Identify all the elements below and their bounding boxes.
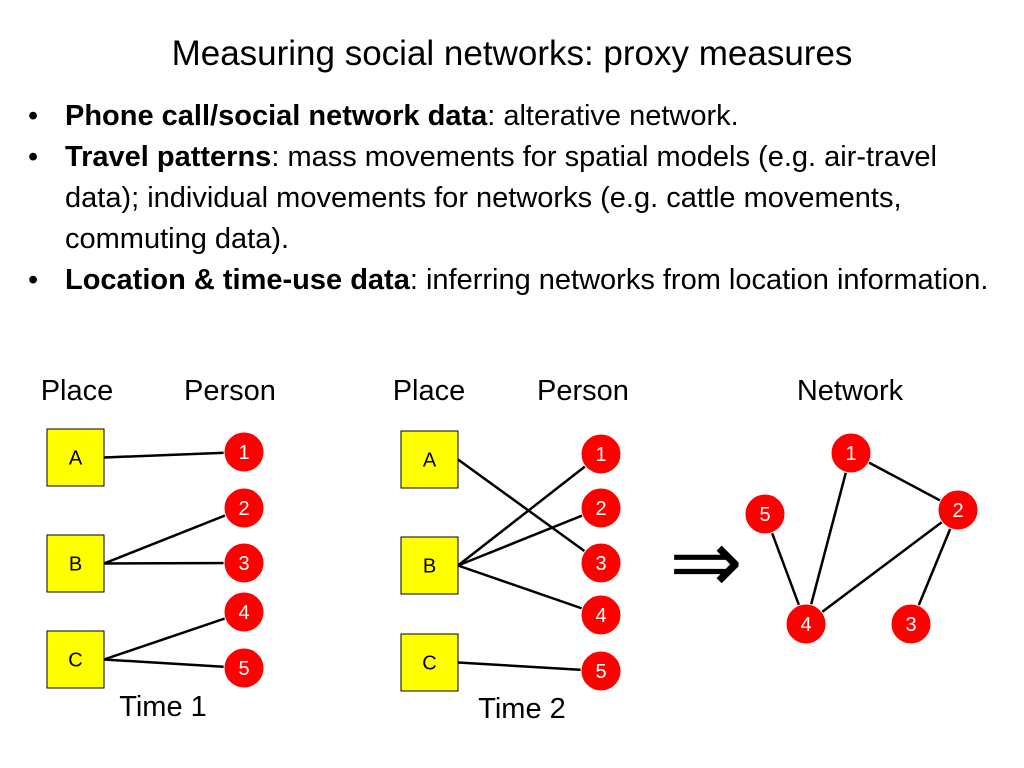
- network-node-4: [785, 603, 827, 645]
- time2-place-label-c: C: [422, 653, 436, 675]
- bullet-heading: Phone call/social network data: [65, 100, 488, 132]
- time1-link-B-3: [103, 561, 245, 565]
- bullet-heading: Travel patterns: [65, 141, 272, 173]
- time1-place-label-a: A: [69, 448, 83, 470]
- time1-bipartite-graph: A B C 1 2 3 4 5: [46, 428, 265, 689]
- network-node-label-2: 2: [952, 500, 963, 522]
- time2-person-label-1: 1: [595, 444, 606, 466]
- bullet-text: : alterative network.: [487, 100, 739, 132]
- time1-person-node-1: [223, 431, 265, 473]
- time1-caption: Time 1: [119, 691, 207, 723]
- time1-person-node-3: [223, 542, 265, 584]
- bullet-heading: Location & time-use data: [65, 264, 410, 296]
- time1-person-label-5: 5: [238, 658, 249, 680]
- bullet-item: • Phone call/social network data: altera…: [28, 96, 1013, 137]
- time1-place-box-c: [46, 630, 105, 689]
- network-header: Network: [797, 375, 904, 407]
- time1-place-header: Place: [41, 375, 114, 407]
- time2-person-node-1: [580, 433, 622, 475]
- time2-person-label-2: 2: [595, 498, 606, 520]
- time1-place-box-b: [46, 534, 105, 593]
- time1-person-label-2: 2: [238, 498, 249, 520]
- network-node-3: [890, 603, 932, 645]
- time2-person-node-2: [580, 487, 622, 529]
- time2-person-label-5: 5: [595, 661, 606, 683]
- time2-person-header: Person: [537, 375, 629, 407]
- time1-person-label-3: 3: [238, 553, 249, 575]
- bullet-list: • Phone call/social network data: altera…: [28, 96, 1013, 301]
- time2-person-label-3: 3: [595, 553, 606, 575]
- network-node-1: [830, 432, 872, 474]
- time2-place-header: Place: [393, 375, 466, 407]
- time1-place-box-a: [46, 428, 105, 487]
- time2-caption: Time 2: [478, 693, 566, 725]
- time1-person-header: Person: [184, 375, 276, 407]
- time2-place-box-b: [400, 536, 459, 595]
- time2-person-label-4: 4: [595, 605, 606, 627]
- network-node-label-5: 5: [759, 504, 770, 526]
- time2-link-B-2: [457, 506, 602, 567]
- network-node-label-3: 3: [905, 614, 916, 636]
- time2-bipartite-graph: A B C 1 2 3 4 5: [400, 430, 622, 692]
- time1-person-label-4: 4: [238, 602, 249, 624]
- time2-person-node-3: [580, 542, 622, 584]
- time1-place-label-b: B: [69, 554, 82, 576]
- bullet-dot: •: [28, 141, 39, 173]
- network-node-label-1: 1: [845, 443, 856, 465]
- bullet-text: : mass movements for spatial models (e.g…: [65, 141, 937, 255]
- bullet-dot: •: [28, 100, 39, 132]
- time1-person-node-5: [223, 647, 265, 689]
- slide-title: Measuring social networks: proxy measure…: [171, 34, 853, 73]
- network-edge-2-4: [805, 509, 959, 625]
- time2-place-label-a: A: [423, 450, 437, 472]
- time1-place-label-c: C: [68, 650, 82, 672]
- network-node-label-4: 4: [800, 614, 811, 636]
- network-edge-1-4: [804, 452, 853, 625]
- time1-link-B-2: [103, 506, 245, 565]
- network-node-5: [744, 493, 786, 535]
- bullet-dot: •: [28, 264, 39, 296]
- time2-person-node-5: [580, 650, 622, 692]
- resulting-network-graph: 1 2 3 4 5: [744, 432, 979, 645]
- time1-person-label-1: 1: [238, 442, 249, 464]
- time1-link-C-4: [103, 610, 245, 661]
- time2-place-box-a: [400, 430, 459, 489]
- time1-person-node-4: [223, 591, 265, 633]
- network-node-2: [937, 489, 979, 531]
- implies-arrow-icon: ⇒: [669, 512, 743, 611]
- time2-link-B-1: [457, 453, 602, 567]
- network-edge-2-3: [909, 509, 960, 625]
- time2-link-B-4: [457, 564, 602, 617]
- time2-place-label-b: B: [423, 556, 436, 578]
- bullet-text: : inferring networks from location infor…: [409, 264, 989, 296]
- time1-person-node-2: [223, 487, 265, 529]
- bullet-item: • Location & time-use data: inferring ne…: [28, 260, 1013, 301]
- bullet-item: • Travel patterns: mass movements for sp…: [28, 137, 1013, 260]
- time2-place-box-c: [400, 633, 459, 692]
- time2-link-C-5: [457, 661, 602, 673]
- time1-link-C-5: [103, 658, 245, 670]
- time1-link-A-1: [103, 450, 245, 459]
- time2-person-node-4: [580, 594, 622, 636]
